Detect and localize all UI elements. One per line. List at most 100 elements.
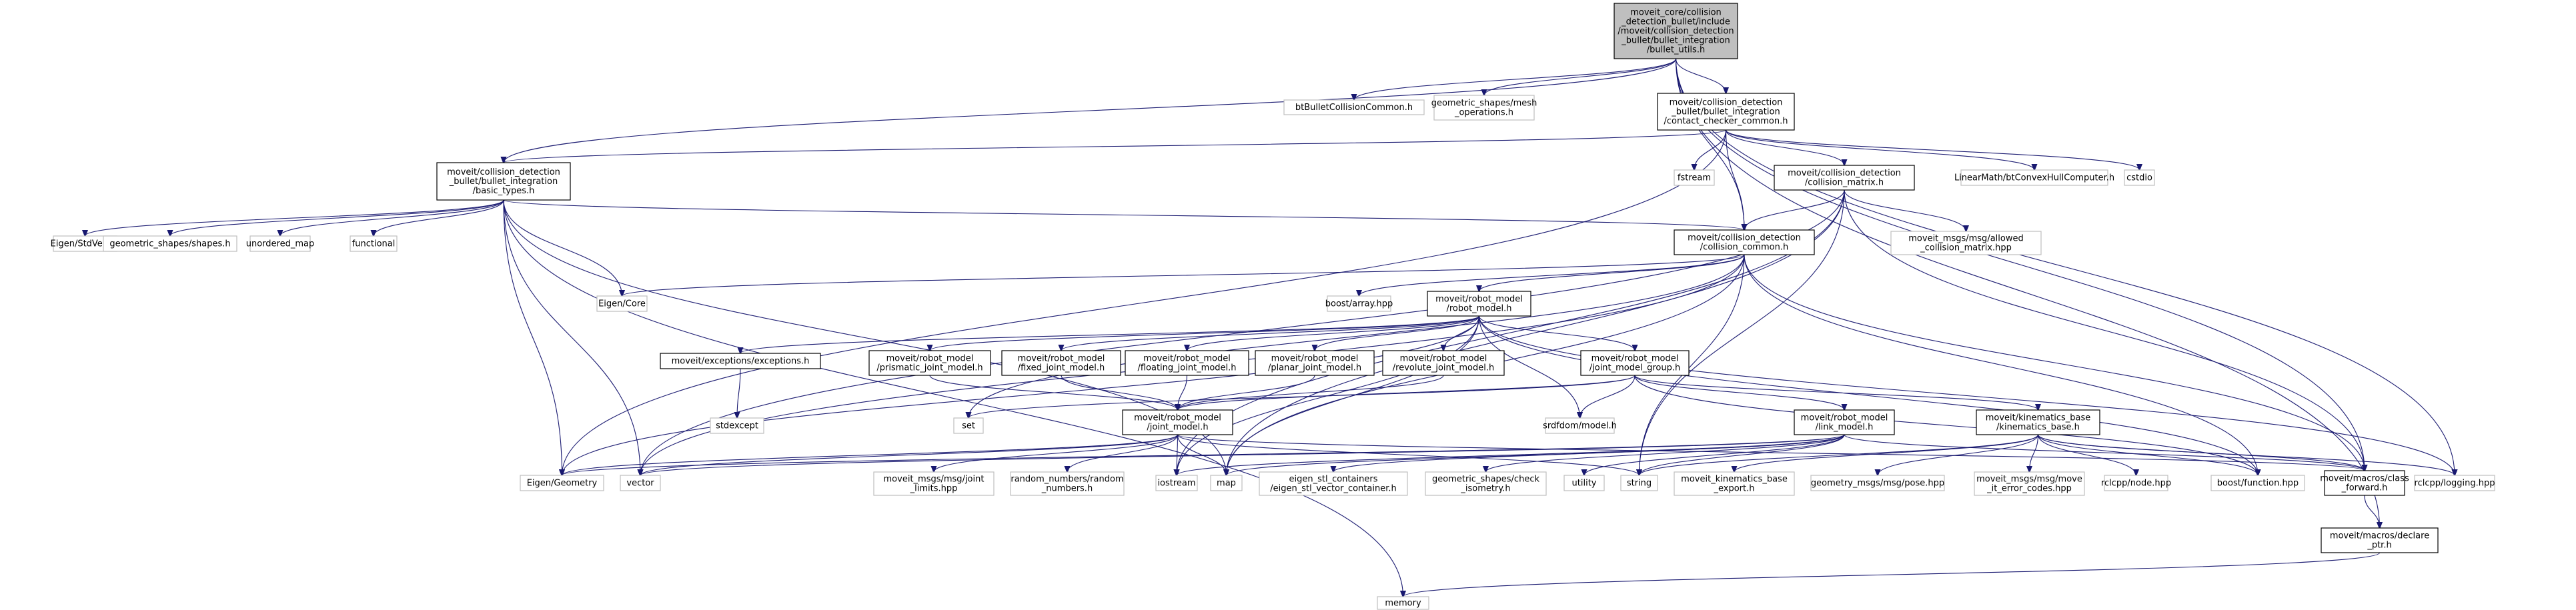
node-label-line: vector [626, 479, 654, 489]
node-label-line: /fixed_joint_model.h [1018, 363, 1105, 373]
node-label-line: moveit_msgs/msg/joint [884, 475, 985, 485]
node-label-line: moveit/kinematics_base [1986, 413, 2091, 423]
node-box [249, 235, 311, 252]
edge-root-to-rclcpp_logging [1675, 58, 2455, 475]
node-label-line: _numbers.h [1041, 484, 1093, 494]
edge-root-to-btBullet [1354, 58, 1677, 100]
node-root[interactable]: moveit_core/collision_detection_bullet/i… [1614, 3, 1738, 59]
edge-collision_common-to-boost_array [1359, 254, 1745, 296]
node-label-line: srdfdom/model.h [1543, 421, 1617, 431]
node-box [1890, 231, 2042, 255]
node-label-line: moveit/collision_detection [447, 167, 560, 177]
node-box [350, 235, 398, 252]
node-robot_model[interactable]: moveit/robot_model/robot_model.h [1427, 291, 1531, 317]
node-box [1774, 165, 1915, 191]
node-collision_common[interactable]: moveit/collision_detection/collision_com… [1674, 229, 1815, 255]
node-boost_array: boost/array.hpp [1325, 295, 1393, 312]
node-box [1614, 3, 1738, 59]
edge-link_model-to-utility [1584, 434, 1845, 475]
edge-joint_model-to-vector [640, 434, 1179, 475]
node-box [1327, 295, 1391, 312]
node-revolute[interactable]: moveit/robot_model/revolute_joint_model.… [1382, 350, 1505, 376]
edge-collision_common-to-robot_model [1479, 254, 1745, 291]
node-label-line: /moveit/collision_detection [1618, 27, 1734, 37]
node-label-line: moveit/robot_model [1018, 354, 1105, 364]
node-box [2210, 475, 2305, 491]
node-label-line: moveit_msgs/msg/allowed [1908, 234, 2023, 244]
edge-collision_matrix-to-collision_common [1744, 189, 1845, 230]
edge-collision_matrix-to-class_forward [1844, 189, 2365, 471]
node-box [1580, 350, 1690, 376]
node-label-line: btBulletCollisionCommon.h [1295, 103, 1413, 113]
node-label-line: moveit/robot_model [1271, 354, 1359, 364]
edge-basic_types-to-eigen_stdvector [85, 199, 504, 236]
node-label-line: /eigen_stl_vector_container.h [1270, 484, 1396, 494]
node-basic_types[interactable]: moveit/collision_detection_bullet/bullet… [436, 162, 571, 201]
node-jmg[interactable]: moveit/robot_model/joint_model_group.h [1580, 350, 1690, 376]
node-label-line: /planar_joint_model.h [1268, 363, 1361, 373]
node-label-line: _limits.hpp [910, 484, 958, 494]
node-label-line: /basic_types.h [473, 186, 535, 196]
node-unordered_map: unordered_map [246, 235, 315, 252]
edge-kin_base-to-kin_export [1734, 434, 2039, 472]
node-kin_export: moveit_kinematics_base_export.h [1674, 471, 1795, 496]
node-label-line: random_numbers/random [1011, 475, 1123, 485]
node-label-line: memory [1385, 599, 1421, 609]
node-kin_base[interactable]: moveit/kinematics_base/kinematics_base.h [1976, 409, 2100, 435]
edge-declare_ptr-to-memory [1403, 552, 2381, 597]
node-move_err: moveit_msgs/msg/move_it_error_codes.hpp [1974, 471, 2085, 496]
edge-class_forward-to-declare_ptr [2364, 495, 2380, 528]
node-box [1674, 471, 1795, 496]
node-label-line: /contact_checker_common.h [1664, 117, 1788, 127]
node-class_forward[interactable]: moveit/macros/class_forward.h [2320, 470, 2409, 496]
edge-basic_types-to-shapes_h [170, 199, 504, 236]
edge-jmg-to-kin_base [1634, 375, 2038, 410]
node-link_model[interactable]: moveit/robot_model/link_model.h [1794, 409, 1895, 435]
edge-link_model-to-class_forward [1844, 434, 2365, 471]
node-label-line: moveit_core/collision [1630, 8, 1722, 18]
node-pose: geometry_msgs/msg/pose.hpp [1810, 475, 1945, 491]
node-fstream: fstream [1674, 169, 1715, 186]
node-label-line: _bullet/bullet_integration [449, 177, 558, 187]
node-label-line: unordered_map [246, 239, 315, 249]
edge-root-to-declare_ptr [1675, 58, 2380, 528]
node-label-line: moveit/robot_model [886, 354, 974, 364]
node-shapes_h: geometric_shapes/shapes.h [103, 235, 237, 252]
node-label-line: /bullet_utils.h [1647, 45, 1705, 55]
node-box [1125, 350, 1249, 376]
node-label-line: stdexcept [716, 421, 758, 431]
edge-joint_model-to-string [1177, 434, 1640, 475]
node-label-line: moveit/robot_model [1134, 413, 1221, 423]
node-declare_ptr[interactable]: moveit/macros/declare_ptr.h [2321, 527, 2439, 553]
node-label-line: map [1217, 479, 1236, 489]
node-eigen_stl: eigen_stl_containers/eigen_stl_vector_co… [1259, 471, 1408, 496]
edge-fixed-to-joint_model [1061, 375, 1178, 410]
node-exceptions[interactable]: moveit/exceptions/exceptions.h [660, 353, 821, 369]
node-label-line: _detection_bullet/include [1621, 17, 1730, 27]
edge-kin_base-to-boost_function [2037, 434, 2259, 475]
node-joint_model[interactable]: moveit/robot_model/joint_model.h [1122, 409, 1233, 435]
node-contact_checker[interactable]: moveit/collision_detection_bullet/bullet… [1657, 93, 1795, 131]
edge-joint_model-to-joint_limits [934, 434, 1179, 472]
node-collision_matrix[interactable]: moveit/collision_detection/collision_mat… [1774, 165, 1915, 191]
edge-contact_checker-to-collision_common [1725, 129, 1745, 230]
node-label-line: Eigen/Geometry [527, 479, 598, 489]
edge-joint_model-to-eigen_geometry [562, 434, 1179, 475]
node-box [1433, 95, 1535, 121]
node-box [2321, 527, 2439, 553]
node-fixed[interactable]: moveit/robot_model/fixed_joint_model.h [1001, 350, 1121, 376]
node-btBullet: btBulletCollisionCommon.h [1283, 99, 1425, 115]
node-prismatic[interactable]: moveit/robot_model/prismatic_joint_model… [868, 350, 991, 376]
edge-joint_model-to-random_numbers [1067, 434, 1179, 472]
node-mesh_ops: geometric_shapes/mesh_operations.h [1431, 95, 1537, 121]
node-floating[interactable]: moveit/robot_model/floating_joint_model.… [1125, 350, 1249, 376]
node-planar[interactable]: moveit/robot_model/planar_joint_model.h [1255, 350, 1375, 376]
node-box [1155, 475, 1198, 491]
edge-collision_matrix-to-allowed_cm [1844, 189, 1966, 231]
edge-contact_checker-to-btConvexHull [1725, 129, 2035, 170]
node-box [1259, 471, 1408, 496]
node-label-line: geometric_shapes/check [1432, 475, 1539, 485]
node-box [1976, 409, 2100, 435]
node-box [1122, 409, 1233, 435]
